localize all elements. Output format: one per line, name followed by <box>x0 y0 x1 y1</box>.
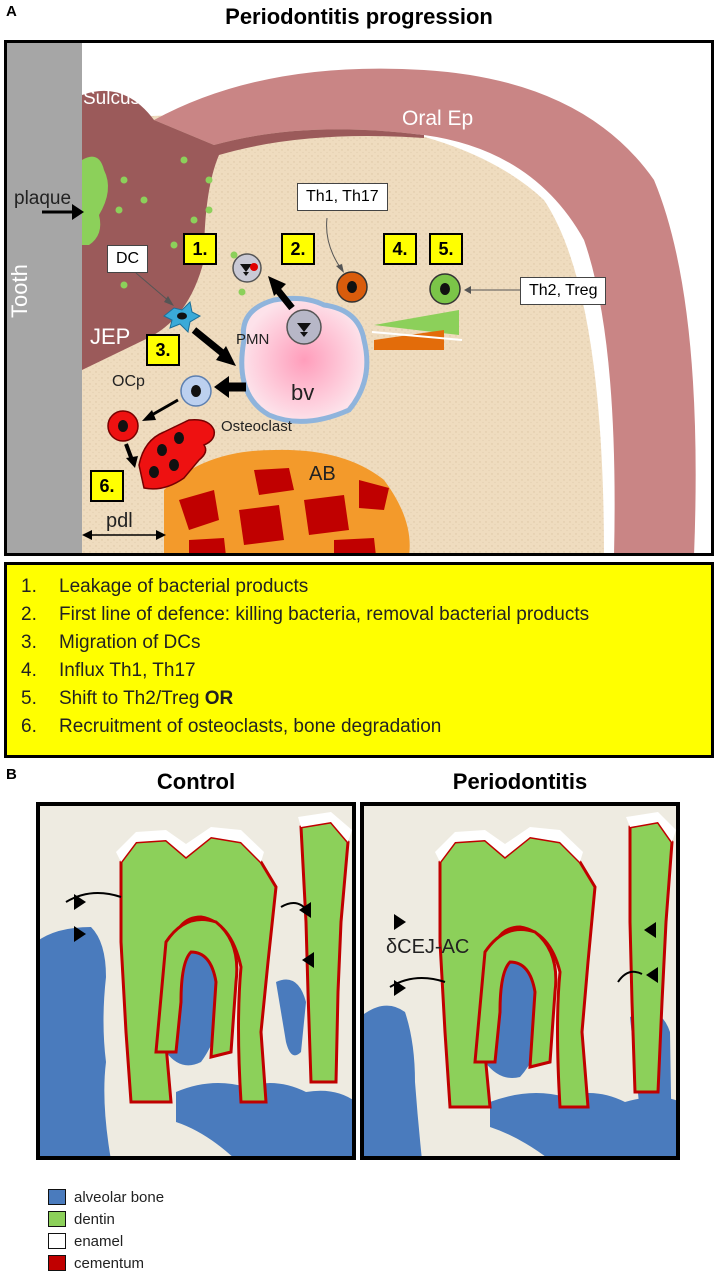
legend-item: enamel <box>48 1230 164 1252</box>
legend-item: cementum <box>48 1252 164 1274</box>
pdl-label: pdl <box>106 510 133 532</box>
marker-6: 6. <box>90 470 124 502</box>
step-row: 2.First line of defence: killing bacteri… <box>21 604 590 625</box>
control-bone-left <box>36 927 111 1160</box>
th1-th17-callout: Th1, Th17 <box>297 183 388 211</box>
step-row: 5.Shift to Th2/Treg OR <box>21 688 234 709</box>
swatch-enamel <box>48 1233 66 1249</box>
arrow-dc <box>191 327 229 359</box>
panel-a-letter: A <box>6 3 17 20</box>
ab-label: AB <box>309 463 336 485</box>
step-row: 3.Migration of DCs <box>21 632 201 653</box>
control-enamel <box>116 827 264 862</box>
control-bone-bottom <box>176 1083 356 1160</box>
plaque-label: plaque <box>14 188 72 209</box>
plaque-shape <box>82 156 108 245</box>
arrow-vessel-ocp <box>214 376 229 398</box>
tissue-legend: alveolar bone dentin enamel cementum <box>48 1186 164 1274</box>
swatch-cementum <box>48 1255 66 1271</box>
bone-marrow <box>179 468 389 556</box>
bv-label: bv <box>291 380 315 405</box>
sulcus-label: Sulcus <box>83 88 141 109</box>
perio-enamel <box>435 827 583 862</box>
marker-5: 5. <box>429 233 463 265</box>
panel-a-title: Periodontitis progression <box>225 4 493 29</box>
legend-item: alveolar bone <box>48 1186 164 1208</box>
control-title: Control <box>156 769 236 794</box>
wedge-green <box>374 310 459 335</box>
marker-2: 2. <box>281 233 315 265</box>
oral-epithelium <box>154 68 696 557</box>
steps-legend: 1.Leakage of bacterial products 2.First … <box>4 562 714 758</box>
marker-1: 1. <box>183 233 217 265</box>
th2-treg-callout: Th2, Treg <box>520 277 607 305</box>
oral-ep-label: Oral Ep <box>402 107 474 130</box>
delta-cej-ac-label: δCEJ-AC <box>386 936 470 958</box>
swatch-alveolar-bone <box>48 1189 66 1205</box>
step-row: 4.Influx Th1, Th17 <box>21 660 196 681</box>
wedge-orange <box>374 330 444 350</box>
ocp-label: OCp <box>112 373 145 390</box>
tooth-label: Tooth <box>7 264 32 318</box>
swatch-dentin <box>48 1211 66 1227</box>
tooth-shape <box>4 40 82 556</box>
step-row: 1.Leakage of bacterial products <box>21 576 309 597</box>
periodontitis-section <box>360 802 680 1160</box>
jep-label: JEP <box>90 324 131 349</box>
marker-4: 4. <box>383 233 417 265</box>
legend-item: dentin <box>48 1208 164 1230</box>
step-row: 6.Recruitment of osteoclasts, bone degra… <box>21 716 442 737</box>
marker-3: 3. <box>146 334 180 366</box>
osteoclast-label: Osteoclast <box>221 418 292 435</box>
perio-bone-left <box>360 1005 422 1160</box>
panel-b-letter: B <box>6 766 17 783</box>
blood-vessel-shape <box>239 295 370 424</box>
pmn-label: PMN <box>236 331 270 348</box>
control-section <box>36 802 356 1160</box>
dc-callout: DC <box>107 245 149 273</box>
periodontitis-title: Periodontitis <box>452 769 588 794</box>
